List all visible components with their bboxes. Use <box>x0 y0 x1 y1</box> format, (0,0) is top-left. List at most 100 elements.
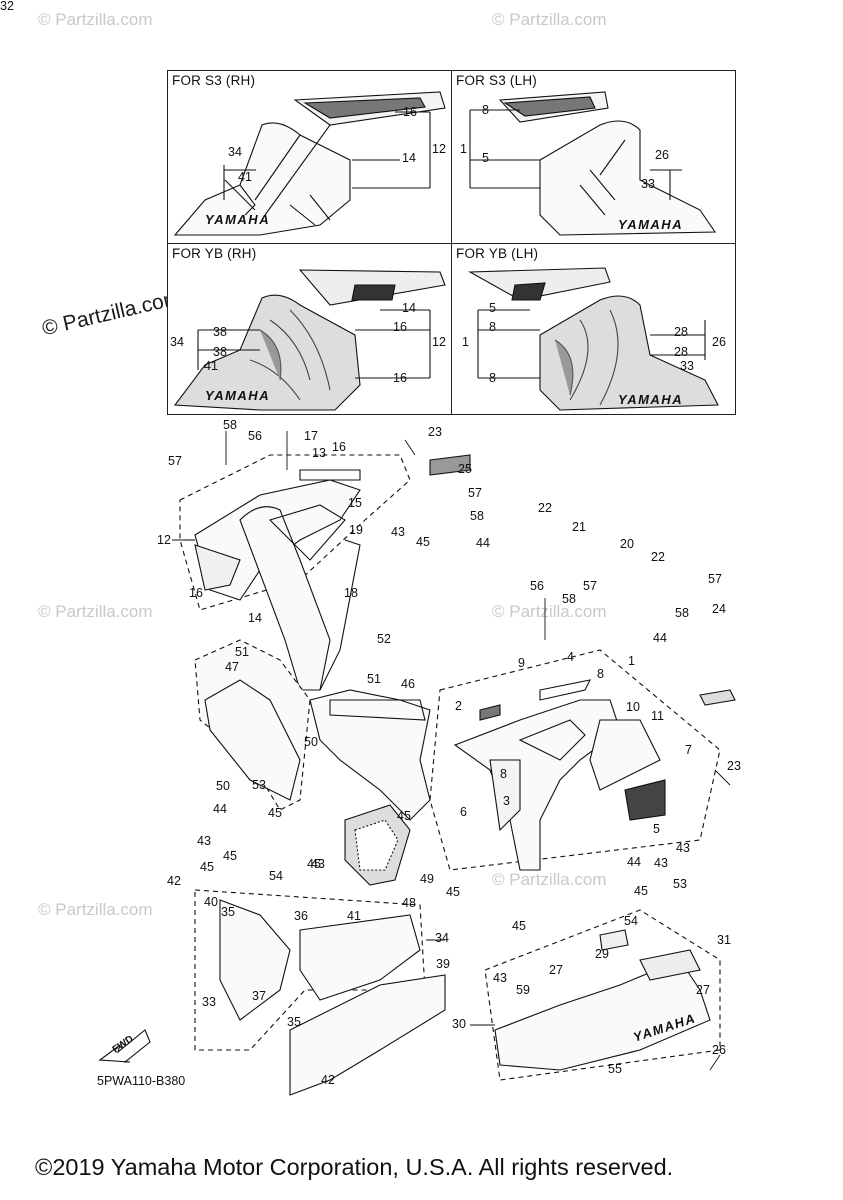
callout-number: 12 <box>432 142 446 156</box>
callout-number: 43 <box>493 971 507 985</box>
callout-number: 54 <box>269 869 283 883</box>
callout-number: 52 <box>377 632 391 646</box>
callout-number: 37 <box>252 989 266 1003</box>
callout-number: 1 <box>628 654 635 668</box>
callout-number: 51 <box>235 645 249 659</box>
callout-number: 33 <box>202 995 216 1009</box>
panel-title: FOR S3 (LH) <box>456 73 537 88</box>
callout-number: 38 <box>213 345 227 359</box>
panel2-art <box>469 91 717 236</box>
callout-number: 1 <box>462 335 469 349</box>
callout-number: 56 <box>530 579 544 593</box>
callout-number: 23 <box>727 759 741 773</box>
callout-number: 10 <box>626 700 640 714</box>
callout-number: 14 <box>402 301 416 315</box>
callout-number: 3 <box>503 794 510 808</box>
callout-number: 51 <box>367 672 381 686</box>
callout-number: 45 <box>397 809 411 823</box>
callout-number: 25 <box>458 462 472 476</box>
callout-number: 45 <box>634 884 648 898</box>
callout-number: 5 <box>653 822 660 836</box>
callout-number: 28 <box>674 325 688 339</box>
callout-number: 26 <box>712 1043 726 1057</box>
fwd-arrow-art <box>98 1029 151 1063</box>
callout-number: 44 <box>653 631 667 645</box>
callout-number: 58 <box>223 418 237 432</box>
callout-number: 13 <box>312 446 326 460</box>
watermark: © Partzilla.com <box>492 10 607 29</box>
callout-number: 43 <box>676 841 690 855</box>
callout-number: 35 <box>221 905 235 919</box>
rh-lower-cowling-art <box>194 889 446 1096</box>
callout-number: 4 <box>567 650 574 664</box>
callout-number: 8 <box>489 371 496 385</box>
callout-number: 14 <box>402 151 416 165</box>
callout-number: 53 <box>673 877 687 891</box>
callout-number: 33 <box>641 177 655 191</box>
watermark: © Partzilla.com <box>492 602 607 621</box>
callout-number: 26 <box>655 148 669 162</box>
callout-number: 58 <box>562 592 576 606</box>
callout-number: 38 <box>213 325 227 339</box>
callout-number: 42 <box>167 874 181 888</box>
callout-number: 50 <box>216 779 230 793</box>
callout-number: 31 <box>717 933 731 947</box>
callout-number: 9 <box>518 656 525 670</box>
callout-number: 27 <box>696 983 710 997</box>
rh-inner-panels-art <box>194 639 431 886</box>
callout-number: 46 <box>401 677 415 691</box>
callout-number: 30 <box>452 1017 466 1031</box>
callout-number: 2 <box>455 699 462 713</box>
rh-upper-fairing-art <box>179 454 411 691</box>
callout-number: 39 <box>436 957 450 971</box>
callout-number: 22 <box>538 501 552 515</box>
callout-number: 44 <box>476 536 490 550</box>
callout-number: 12 <box>157 533 171 547</box>
diagram-code: 5PWA110-B380 <box>97 1074 186 1088</box>
panel3-art <box>173 269 446 411</box>
callout-number: 59 <box>516 983 530 997</box>
callout-number: 43 <box>311 857 325 871</box>
callout-number: 26 <box>712 335 726 349</box>
callout-number: 34 <box>228 145 242 159</box>
callout-number: 19 <box>349 523 363 537</box>
watermark: © Partzilla.com <box>38 602 153 621</box>
panel4-art <box>467 267 719 411</box>
callout-number: 58 <box>470 509 484 523</box>
callout-number: 11 <box>651 709 664 723</box>
callout-number: 27 <box>549 963 563 977</box>
callout-number: 28 <box>674 345 688 359</box>
callout-number: 36 <box>294 909 308 923</box>
yamaha-logo: YAMAHA <box>618 392 684 407</box>
callout-number: 57 <box>168 454 182 468</box>
callout-number: 53 <box>252 778 266 792</box>
panel-title: FOR YB (RH) <box>172 246 257 261</box>
callout-number: 42 <box>321 1073 335 1087</box>
callout-number: 45 <box>223 849 237 863</box>
callout-number: 50 <box>304 735 318 749</box>
callout-number: 34 <box>435 931 449 945</box>
watermark: © Partzilla.com <box>492 870 607 889</box>
callout-number: 16 <box>393 371 407 385</box>
callout-number: 49 <box>420 872 434 886</box>
callout-number: 18 <box>344 586 358 600</box>
callout-number: 5 <box>489 301 496 315</box>
callout-number: 16 <box>189 586 203 600</box>
callout-number: 45 <box>268 806 282 820</box>
panel-title: FOR S3 (RH) <box>172 73 256 88</box>
callout-number: 48 <box>402 896 416 910</box>
callout-number: 14 <box>248 611 262 625</box>
callout-number: 21 <box>572 520 586 534</box>
watermark: © Partzilla.com <box>38 10 153 29</box>
callout-number: 8 <box>489 320 496 334</box>
callout-number: 41 <box>238 170 252 184</box>
callout-number: 41 <box>347 909 361 923</box>
lh-lower-cowling-art <box>484 909 721 1081</box>
callout-number: 35 <box>287 1015 301 1029</box>
callout-number: 56 <box>248 429 262 443</box>
callout-number: 44 <box>213 802 227 816</box>
callout-number: 8 <box>597 667 604 681</box>
callout-number: 20 <box>620 537 634 551</box>
callout-number: 17 <box>304 429 318 443</box>
